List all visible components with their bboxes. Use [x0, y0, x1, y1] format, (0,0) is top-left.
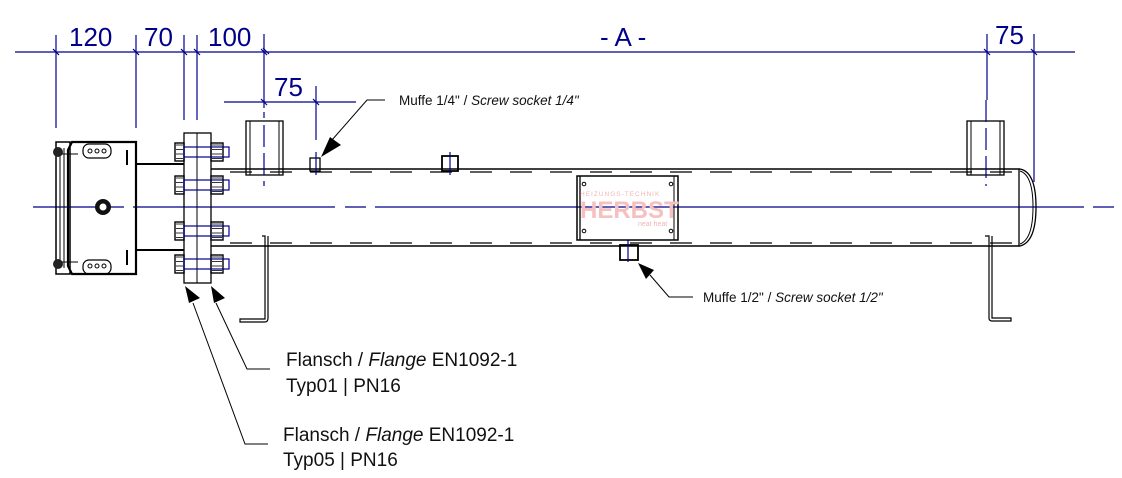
- socket-half-inch: [619, 240, 639, 262]
- dimension-70: 70: [144, 22, 173, 52]
- flange-bolt: [174, 221, 230, 241]
- flange-bolt: [174, 254, 230, 274]
- terminal-box: [53, 140, 184, 276]
- label-flange-typ01-line2: Typ01 | PN16: [286, 376, 401, 397]
- dimension-secondary: 75: [224, 72, 356, 140]
- nameplate: HEIZUNGS-TECHNIK HERBST neat heat: [576, 175, 679, 241]
- dimension-75-left: 75: [274, 72, 303, 102]
- flange-assembly: [174, 132, 230, 284]
- leader-flange-typ01: [211, 286, 270, 370]
- dimension-chain-top: 120 70 100 - A - 75: [15, 20, 1075, 182]
- label-flange-typ05-line1: Flansch / Flange EN1092-1: [283, 425, 514, 446]
- dimension-A: - A -: [600, 22, 646, 52]
- label-flange-typ05-line2: Typ05 | PN16: [283, 450, 398, 471]
- leader-socket-quarter: [321, 99, 385, 157]
- dimension-120: 120: [69, 22, 112, 52]
- flange-bolt: [174, 142, 230, 162]
- label-flange-typ01-line1: Flansch / Flange EN1092-1: [286, 350, 517, 371]
- socket-quarter-inch: [309, 152, 321, 175]
- flange-bolt: [174, 175, 230, 195]
- label-socket-quarter: Muffe 1/4" / Screw socket 1/4": [399, 93, 580, 108]
- support-foot-right: [985, 235, 1012, 322]
- brand-main-text: HERBST: [580, 197, 679, 224]
- label-socket-half: Muffe 1/2" / Screw socket 1/2": [703, 290, 884, 305]
- leader-flange-typ05: [185, 286, 268, 445]
- brand-top-text: HEIZUNGS-TECHNIK: [580, 191, 660, 198]
- lifting-lug-left: [245, 120, 284, 186]
- socket-top-middle: [441, 152, 459, 175]
- lifting-lug-right: [966, 100, 1005, 186]
- vessel-body: [211, 168, 1037, 247]
- dimension-75-right: 75: [995, 20, 1024, 50]
- dimension-100: 100: [208, 22, 251, 52]
- support-foot-left: [239, 235, 269, 323]
- leader-socket-half: [638, 263, 693, 298]
- brand-sub-text: neat heat: [638, 221, 667, 228]
